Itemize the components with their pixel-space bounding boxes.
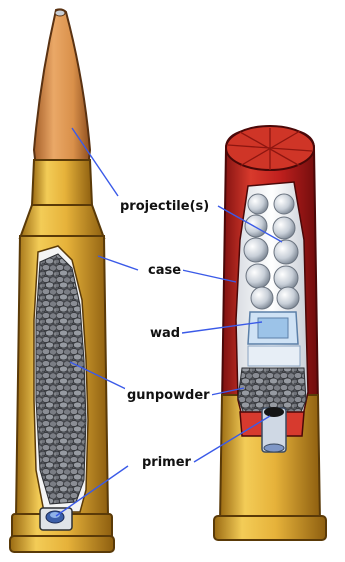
label-primer: primer bbox=[140, 455, 193, 470]
label-wad: wad bbox=[148, 326, 182, 341]
rifle-case-neck bbox=[32, 160, 92, 205]
rifle-cartridge bbox=[10, 9, 114, 552]
shotgun-shell bbox=[214, 126, 326, 540]
label-case: case bbox=[146, 263, 183, 278]
label-gunpowder: gunpowder bbox=[125, 388, 212, 403]
rifle-bullet bbox=[34, 9, 90, 168]
label-projectile: projectile(s) bbox=[118, 199, 211, 214]
rifle-case-shoulder bbox=[20, 205, 104, 238]
shell-gunpowder bbox=[238, 368, 306, 414]
